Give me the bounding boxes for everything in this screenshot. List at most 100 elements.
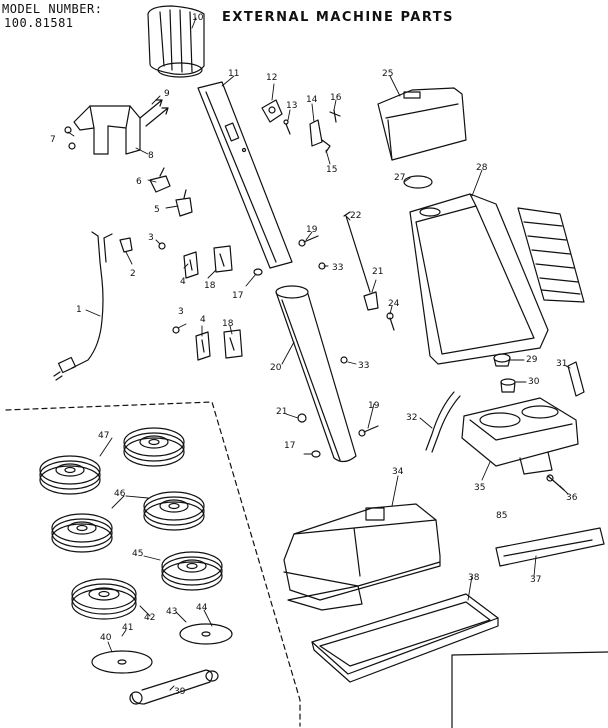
callout-47: 47	[98, 431, 109, 441]
callout-9: 9	[164, 89, 170, 99]
screw-24	[386, 312, 395, 331]
upper-handle-tube	[197, 81, 293, 269]
rod-22	[343, 211, 371, 293]
callout-25: 25	[382, 69, 393, 79]
brush-strip-37	[495, 527, 605, 567]
callout-31: 31	[556, 359, 567, 369]
callout-36: 36	[566, 493, 578, 503]
pad-holder-39	[129, 669, 219, 705]
screw-17a	[253, 268, 263, 276]
leader-lines	[67, 17, 571, 691]
callout-18b: 18	[222, 319, 234, 329]
bracket-18b	[223, 329, 243, 359]
bracket-18a	[213, 245, 233, 273]
callout-14: 14	[306, 95, 318, 105]
callout-24: 24	[388, 299, 400, 309]
callout-33a: 33	[332, 263, 343, 273]
callout-29: 29	[526, 355, 538, 365]
pad-44	[179, 623, 233, 645]
screw-19b	[358, 425, 379, 437]
brush-46a	[51, 513, 113, 553]
callout-44: 44	[196, 603, 208, 613]
screw-19a	[298, 235, 319, 247]
callout-3a: 3	[148, 233, 154, 243]
brush-45a	[71, 578, 137, 620]
bracket-4a	[183, 251, 199, 279]
bumper-bracket	[73, 105, 141, 155]
callout-35: 35	[474, 483, 485, 493]
callout-21b: 21	[276, 407, 287, 417]
brush-kit-border	[5, 401, 301, 727]
power-cord	[53, 231, 113, 381]
callout-30: 30	[528, 377, 540, 387]
brush-47b	[123, 427, 185, 467]
screw-3a	[158, 242, 166, 250]
callout-46: 46	[114, 489, 126, 499]
fitting-30	[500, 378, 516, 393]
callout-7: 7	[50, 135, 56, 145]
callout-13: 13	[286, 101, 297, 111]
clip-6	[149, 167, 171, 193]
callout-3b: 3	[178, 307, 184, 317]
washer-21a	[363, 291, 379, 311]
tray-38	[311, 593, 499, 683]
cap-27	[403, 175, 433, 189]
callout-17a: 17	[232, 291, 243, 301]
cord-clamp-2	[119, 237, 133, 253]
callout-5: 5	[154, 205, 160, 215]
hood-34	[283, 503, 441, 611]
callout-19b: 19	[368, 401, 380, 411]
callout-28: 28	[476, 163, 488, 173]
callout-22: 22	[350, 211, 361, 221]
spring-15	[321, 139, 331, 153]
callout-15: 15	[326, 165, 337, 175]
callout-8: 8	[148, 151, 154, 161]
callout-10: 10	[192, 13, 204, 23]
callout-4a: 4	[180, 277, 186, 287]
callout-19a: 19	[306, 225, 318, 235]
callout-2: 2	[130, 269, 136, 279]
model-number-value: 100.81581	[4, 16, 74, 30]
diagram-title: EXTERNAL MACHINE PARTS	[222, 10, 455, 25]
instruction-decal	[517, 207, 585, 303]
callout-43: 43	[166, 607, 177, 617]
nut-33b	[340, 356, 348, 364]
brush-46b	[143, 491, 205, 531]
callout-39: 39	[174, 687, 186, 697]
callout-16: 16	[330, 93, 342, 103]
screw-7	[64, 126, 76, 150]
bracket-4b	[195, 331, 211, 361]
pin-16	[329, 109, 341, 123]
solution-tank-28	[409, 193, 549, 365]
callout-17b: 17	[284, 441, 295, 451]
callout-33b: 33	[358, 361, 369, 371]
screw-3b	[172, 326, 180, 334]
callout-18a: 18	[204, 281, 216, 291]
brush-45b	[161, 551, 223, 591]
lower-handle-tube	[275, 285, 357, 463]
washer-21b	[297, 413, 307, 423]
cap-29	[493, 353, 511, 367]
callout-21a: 21	[372, 267, 383, 277]
cover-25	[377, 87, 467, 161]
switch-lever-14	[309, 119, 323, 147]
switch-12	[261, 99, 283, 123]
handle-grip	[147, 5, 205, 78]
callout-41: 41	[122, 623, 133, 633]
callout-27: 27	[394, 173, 405, 183]
callout-32: 32	[406, 413, 417, 423]
callout-4b: 4	[200, 315, 206, 325]
callout-42: 42	[144, 613, 155, 623]
hose-32	[425, 391, 461, 453]
corner-box-border	[451, 651, 608, 728]
clip-5	[175, 189, 193, 217]
brush-47a	[39, 455, 101, 495]
direction-arrows	[139, 99, 169, 127]
screw-17b	[311, 450, 321, 458]
callout-38: 38	[468, 573, 480, 583]
callout-12: 12	[266, 73, 277, 83]
callout-6: 6	[136, 177, 142, 187]
callout-1: 1	[76, 305, 82, 315]
callout-40: 40	[100, 633, 112, 643]
